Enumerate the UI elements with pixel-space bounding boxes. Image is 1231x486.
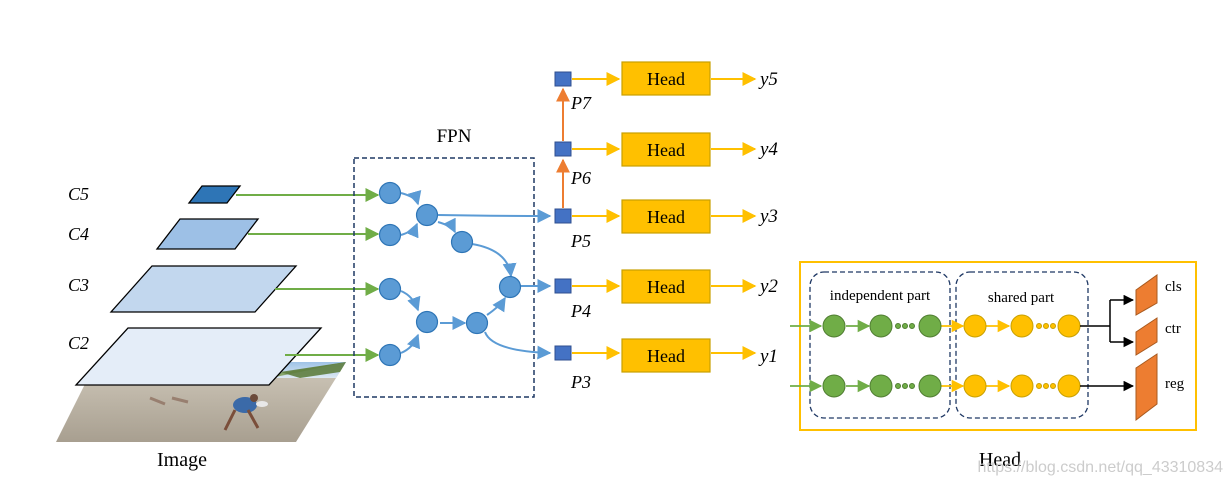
output-y5: y5: [758, 69, 778, 90]
c4-plane: [155, 218, 260, 250]
independent-node: [918, 374, 942, 398]
reg-output-shape: [1135, 353, 1158, 422]
shared-node: [963, 314, 987, 338]
cls-output-shape: [1135, 274, 1158, 316]
output-y3: y3: [758, 206, 778, 227]
p6-node: [554, 141, 572, 157]
head-box-label: Head: [647, 207, 685, 227]
c5-plane: [187, 185, 242, 204]
ctr-label: ctr: [1165, 321, 1181, 337]
p4-node: [554, 278, 572, 294]
head-box-p6: [621, 132, 711, 167]
fpn-block: FPN: [353, 126, 535, 398]
fpn-node: [465, 311, 489, 335]
image-label: Image: [157, 449, 207, 471]
fpn-node: [378, 277, 402, 301]
independent-node: [918, 314, 942, 338]
pyramid-levels: P7 P6 P5 P4 P3: [554, 71, 592, 392]
fpn-node: [415, 203, 439, 227]
fpn-node: [498, 275, 522, 299]
independent-part-box: [809, 271, 951, 419]
fpn-node: [378, 223, 402, 247]
shared-node: [963, 374, 987, 398]
p3-label: P3: [570, 372, 591, 392]
output-y4: y4: [758, 139, 778, 160]
c5-label: C5: [68, 184, 89, 204]
p7-label: P7: [570, 93, 592, 113]
head-box-label: Head: [647, 277, 685, 297]
c2-label: C2: [68, 333, 89, 353]
independent-node: [869, 314, 893, 338]
independent-node: [822, 314, 846, 338]
p3-node: [554, 345, 572, 361]
c4-label: C4: [68, 224, 89, 244]
head-box-p4: [621, 269, 711, 304]
head-detail-panel: independent part shared part: [790, 261, 1197, 471]
head-box-p3: [621, 338, 711, 373]
head-detail-border: [799, 261, 1197, 431]
fpn-node: [415, 310, 439, 334]
output-y2: y2: [758, 276, 778, 297]
ctr-output-shape: [1135, 317, 1158, 356]
p6-label: P6: [570, 168, 591, 188]
backbone-stack: C5 C4 C3 C2 Image: [56, 184, 346, 471]
output-y1: y1: [758, 346, 778, 367]
head-box-label: Head: [647, 346, 685, 366]
shared-node: [1057, 374, 1081, 398]
p4-label: P4: [570, 301, 591, 321]
independent-part-label: independent part: [830, 288, 931, 304]
shared-node: [1010, 374, 1034, 398]
head-column: Head Head Head Head Head y5 y4 y3 y2 y1: [572, 61, 778, 373]
p5-label: P5: [570, 231, 591, 251]
reg-label: reg: [1165, 376, 1185, 392]
head-box-p5: [621, 199, 711, 234]
shared-part-label: shared part: [988, 290, 1055, 306]
c2-plane: [74, 327, 323, 386]
fpn-node: [378, 181, 402, 205]
fpn-outputs: [437, 208, 552, 360]
independent-node: [869, 374, 893, 398]
watermark: https://blog.csdn.net/qq_43310834: [977, 459, 1223, 476]
p7-node: [554, 71, 572, 87]
fpn-node: [378, 343, 402, 367]
cls-label: cls: [1165, 279, 1182, 295]
shared-node: [1010, 314, 1034, 338]
head-detail-title: Head: [979, 449, 1021, 471]
p5-node: [554, 208, 572, 224]
head-box-label: Head: [647, 140, 685, 160]
independent-node: [822, 374, 846, 398]
c3-plane: [109, 265, 298, 313]
shared-part-box: [955, 271, 1089, 419]
fpn-node: [450, 230, 474, 254]
fpn-title: FPN: [437, 126, 472, 147]
head-box-label: Head: [647, 69, 685, 89]
fpn-dashed-border: [353, 157, 535, 398]
shared-node: [1057, 314, 1081, 338]
head-box-p7: [621, 61, 711, 96]
c3-label: C3: [68, 275, 89, 295]
